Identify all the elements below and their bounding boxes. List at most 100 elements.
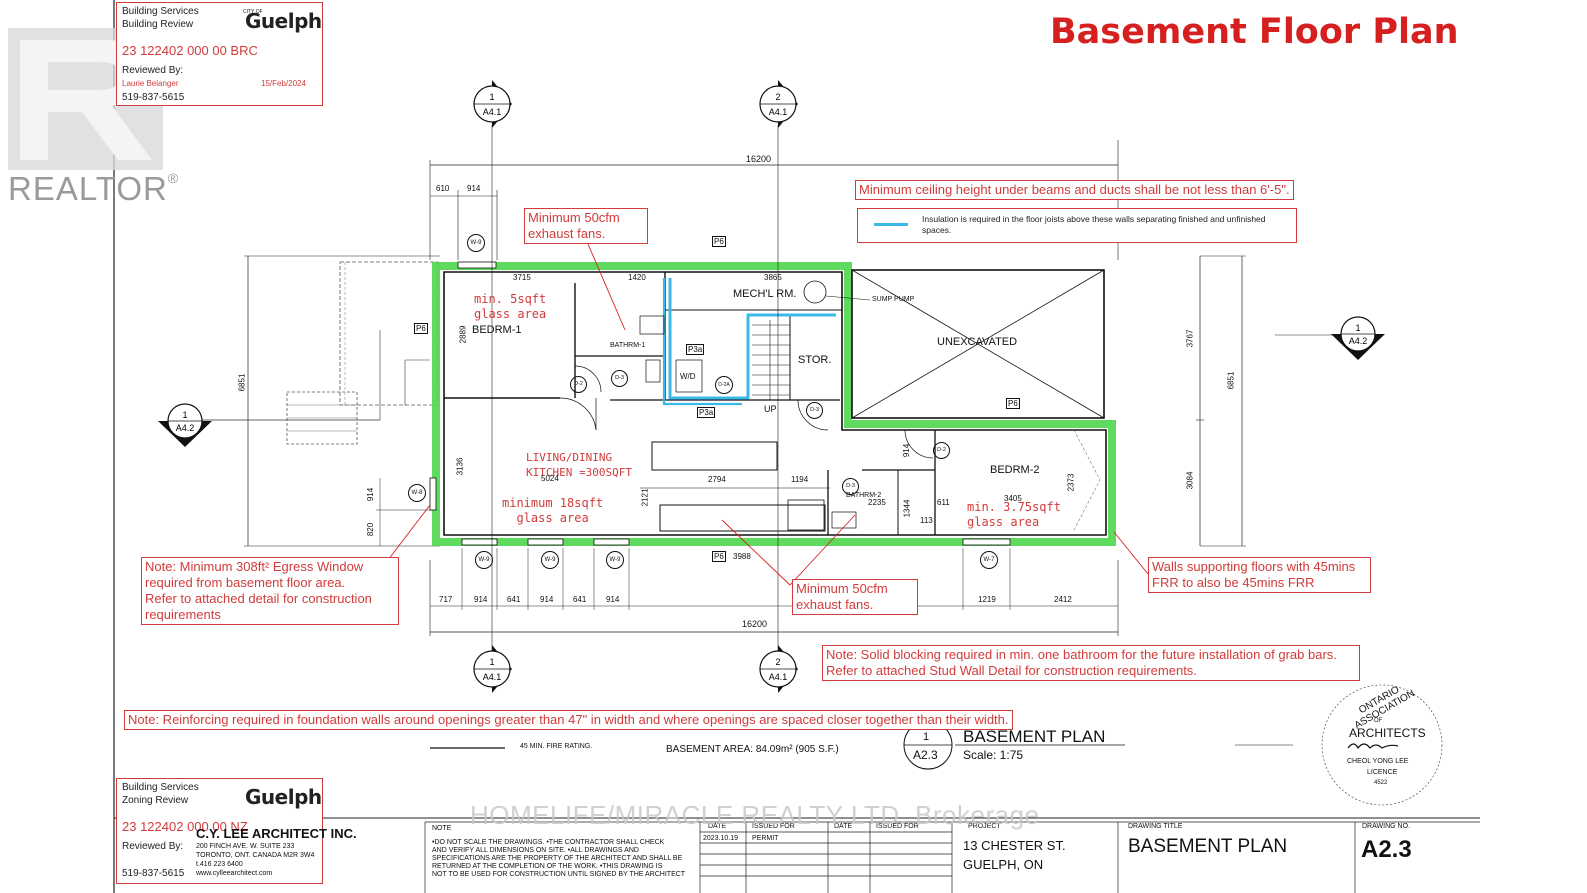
dimension-label: 5024	[541, 474, 559, 483]
firm-address: 200 FINCH AVE. W. SUITE 233 TORONTO, ONT…	[196, 842, 314, 878]
tag-w9: W-9	[475, 551, 493, 569]
room-storage: STOR.	[798, 354, 832, 366]
note-line: exhaust fans.	[528, 226, 606, 241]
page-title: Basement Floor Plan	[1050, 12, 1459, 52]
room-bedrm-2: BEDRM-2	[990, 464, 1040, 476]
solid-blocking-note: Note: Solid blocking required in min. on…	[822, 645, 1360, 681]
guelph-logo: Guelph	[245, 785, 322, 809]
reinforcing-note: Note: Reinforcing required in foundation…	[124, 710, 1013, 730]
drawing-title: BASEMENT PLAN	[1128, 836, 1288, 857]
address-line: 200 FINCH AVE. W. SUITE 233	[196, 843, 295, 850]
dimension-label: 6851	[237, 373, 247, 392]
sump-pump-label: SUMP PUMP	[872, 296, 915, 303]
stamp-number: 23 122402 000 00 NZ	[122, 819, 248, 834]
dimension-label: 3767	[1185, 329, 1195, 348]
note-line: RETURNED AT THE COMPLETION OF THE WORK. …	[432, 863, 663, 870]
note-line: exhaust fans.	[796, 597, 874, 612]
glass-area-note: minimum 18sqft glass area	[502, 496, 603, 526]
stamp-phone: 519-837-5615	[122, 868, 185, 879]
address-line: t.416 223 6400	[196, 861, 243, 868]
dimension-label: 3084	[1185, 471, 1195, 490]
stamp-number: 23 122402 000 00 BRC	[122, 43, 258, 58]
dimension-label: 641	[507, 595, 521, 604]
project-address-1: 13 CHESTER ST.	[963, 838, 1066, 853]
seal-licence-no: 4522	[1374, 780, 1388, 786]
tag-d3: D-3	[842, 478, 859, 495]
tag-p6: P6	[712, 236, 726, 247]
tag-p6: P6	[414, 323, 428, 334]
dimension-label: 610	[436, 184, 450, 193]
guelph-logo: Guelph	[245, 9, 322, 33]
dimension-label: 1194	[791, 475, 809, 484]
plan-number: 1	[923, 731, 930, 743]
dimension-label: 2373	[1066, 473, 1076, 492]
washer-dryer-label: W/D	[680, 372, 696, 381]
dimension-label: 113	[920, 516, 933, 525]
stamp-line2: Building Review	[122, 19, 194, 30]
egress-window-note: Note: Minimum 308ft² Egress Window requi…	[141, 557, 399, 625]
note-line: Walls supporting floors with 45mins	[1152, 559, 1356, 574]
dimension-label: 1420	[628, 273, 646, 282]
stamp-reviewed-label: Reviewed By:	[122, 841, 184, 852]
room-mech: MECH'L RM.	[733, 288, 797, 300]
tag-w9: W-9	[606, 551, 624, 569]
tag-p3a: P3a	[697, 407, 716, 418]
note-line: AND VERIFY ALL DIMENSIONS ON SITE. •ALL …	[432, 847, 639, 854]
note-line: min. 5sqft	[474, 292, 547, 306]
living-label: LIVING/DINING	[526, 451, 613, 464]
note-line: glass area	[967, 515, 1040, 529]
realtor-reg: ®	[167, 170, 180, 186]
project-address-2: GUELPH, ON	[963, 857, 1044, 872]
plan-scale: Scale: 1:75	[963, 748, 1024, 762]
area-label: BASEMENT AREA:	[666, 744, 754, 755]
col-date: DATE	[834, 823, 853, 830]
realtor-logo-text: REALTOR®	[8, 170, 179, 208]
note-line: Note: Minimum 308ft² Egress Window	[145, 559, 364, 574]
dimension-label: 914	[606, 595, 620, 604]
dimension-label: 914	[474, 595, 488, 604]
section-num: 2	[775, 92, 780, 102]
stamp-reviewed-label: Reviewed By:	[122, 65, 184, 76]
stamp-phone: 519-837-5615	[122, 92, 185, 103]
oaa-seal: ONTARIO ASSOCIATION OF ARCHITECTS CHEOL …	[1322, 680, 1442, 805]
room-living-dining: LIVING/DINING KITCHEN =300SQFT	[526, 450, 632, 480]
section-num: 1	[489, 92, 494, 102]
dimension-label: 1344	[902, 499, 912, 518]
stamp-line1: Building Services	[122, 782, 199, 793]
note-line: •DO NOT SCALE THE DRAWINGS. •THE CONTRAC…	[432, 839, 665, 846]
room-bedrm-1: BEDRM-1	[472, 324, 522, 336]
seal-of: OF	[1374, 718, 1383, 724]
dimension-label: 3715	[513, 273, 531, 282]
address-line: www.cylleearchitect.com	[196, 870, 273, 877]
seal-licence: LICENCE	[1367, 769, 1398, 776]
section-ref: A4.2	[176, 423, 195, 433]
tag-p6: P6	[1006, 398, 1020, 409]
col-issued: ISSUED FOR	[752, 823, 795, 830]
revision-issued: PERMIT	[752, 835, 779, 842]
note-line: SPECIFICATIONS ARE THE PROPERTY OF THE A…	[432, 855, 683, 862]
room-bathrm-1: BATHRM-1	[610, 342, 646, 349]
dimension-label: 3136	[455, 457, 465, 476]
notes-label: NOTE	[432, 825, 452, 832]
dimension-label: 820	[366, 522, 376, 537]
section-marker: 1 A4.2	[158, 403, 212, 447]
plan-sheet: A2.3	[913, 748, 938, 762]
section-ref: A4.2	[1349, 336, 1368, 346]
section-num: 2	[775, 657, 780, 667]
tag-w8: W-8	[408, 484, 426, 502]
basement-area: BASEMENT AREA: 84.09m² (905 S.F.)	[666, 744, 839, 755]
section-num: 1	[1355, 323, 1360, 333]
dimension-label: 914	[467, 184, 481, 193]
kitchen-label: KITCHEN =300SQFT	[526, 466, 632, 479]
building-review-stamp: Building Services Building Review CITY O…	[116, 2, 323, 106]
insulation-legend: Insulation is required in the floor jois…	[857, 208, 1297, 243]
dimension-label: 2121	[640, 488, 650, 507]
section-marker: 2 A4.1	[759, 645, 798, 693]
plan-name: BASEMENT PLAN	[963, 727, 1106, 746]
exhaust-fans-note: Minimum 50cfm exhaust fans.	[524, 208, 648, 244]
dimension-label: 914	[366, 487, 376, 502]
dimension-label: 16200	[742, 619, 768, 629]
insulation-swatch	[874, 223, 908, 226]
firm-name: C.Y. LEE ARCHITECT INC.	[196, 826, 357, 841]
realtor-label: REALTOR	[8, 170, 168, 207]
